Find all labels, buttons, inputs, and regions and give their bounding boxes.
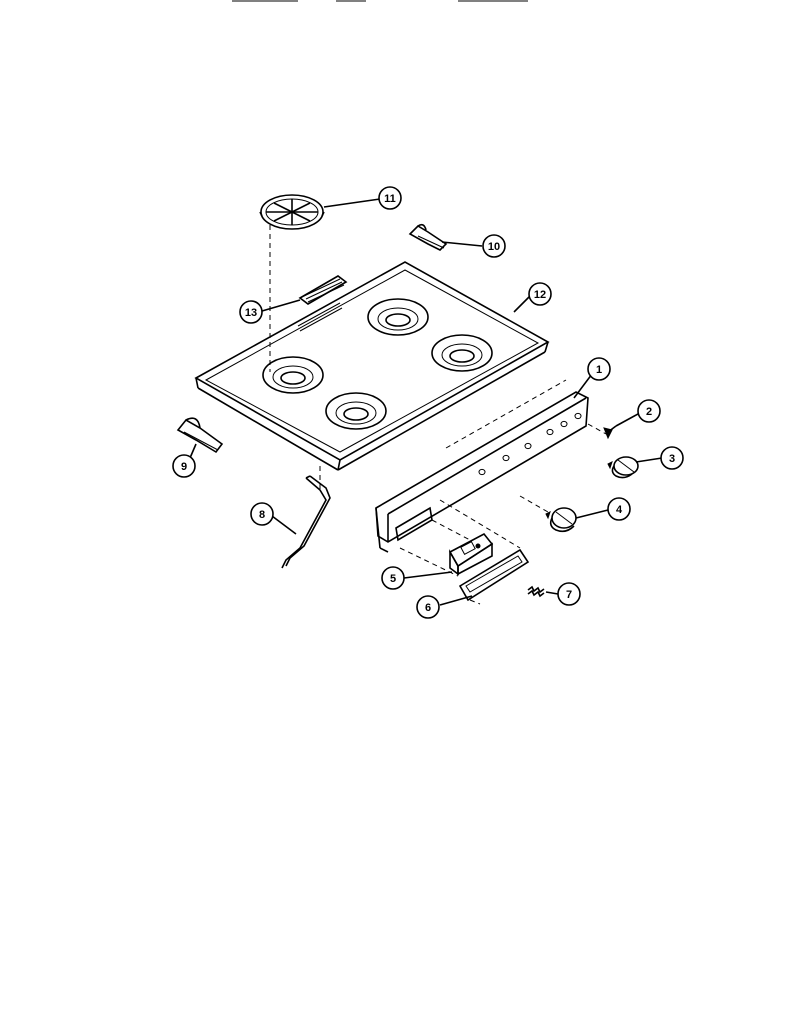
- callout-label: 5: [390, 573, 396, 585]
- top-bracket: [408, 223, 448, 251]
- support-rod: [281, 466, 331, 569]
- callout-label: 9: [181, 461, 187, 473]
- callout-8: 8: [250, 502, 274, 526]
- callout-10: 10: [482, 234, 506, 258]
- callout-6: 6: [416, 595, 440, 619]
- control-knob-large: [545, 507, 577, 533]
- callout-12: 12: [528, 282, 552, 306]
- clock-timer: [448, 532, 494, 576]
- side-hinge-bracket: [176, 417, 224, 454]
- callout-label: 11: [384, 193, 396, 205]
- cooktop-panel: [194, 261, 550, 471]
- alignment-line: [399, 547, 459, 577]
- spring: [527, 585, 545, 598]
- screw: [603, 425, 617, 440]
- callout-label: 6: [425, 602, 431, 614]
- burner-grate: [259, 194, 325, 230]
- burner-bowl-rear-left: [367, 298, 429, 336]
- callout-7: 7: [557, 582, 581, 606]
- callout-label: 10: [488, 241, 500, 253]
- callout-5: 5: [381, 566, 405, 590]
- callout-1: 1: [587, 357, 611, 381]
- vent-trim: [298, 275, 348, 305]
- callout-label: 3: [669, 453, 675, 465]
- callout-11: 11: [378, 186, 402, 210]
- burner-bowl-front-left: [262, 356, 324, 394]
- alignment-line: [519, 495, 549, 513]
- callout-label: 2: [646, 406, 652, 418]
- burner-bowl-front-right: [325, 392, 387, 430]
- callout-2: 2: [637, 399, 661, 423]
- callout-label: 13: [245, 307, 257, 319]
- control-knob-small: [607, 456, 639, 479]
- control-panel: [375, 391, 589, 553]
- alignment-line: [431, 519, 471, 541]
- callout-4: 4: [607, 497, 631, 521]
- callout-9: 9: [172, 454, 196, 478]
- alignment-line: [469, 599, 481, 605]
- alignment-line: [439, 499, 521, 549]
- callout-label: 7: [566, 589, 572, 601]
- alignment-line: [587, 423, 607, 435]
- clock-frame: [458, 548, 530, 602]
- callout-label: 4: [616, 504, 623, 516]
- callout-label: 1: [596, 364, 602, 376]
- callout-13: 13: [239, 300, 263, 324]
- callout-3: 3: [660, 446, 684, 470]
- callout-label: 12: [534, 289, 546, 301]
- alignment-line: [445, 379, 567, 449]
- callout-label: 8: [259, 509, 265, 521]
- burner-bowl-rear-right: [431, 334, 493, 372]
- leader-lines: [189, 198, 663, 606]
